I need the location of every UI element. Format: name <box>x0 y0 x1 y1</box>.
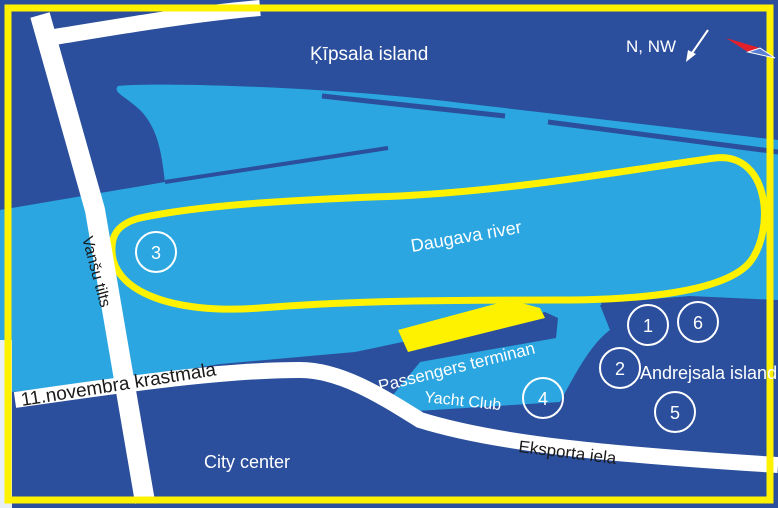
svg-text:6: 6 <box>693 313 703 333</box>
kipsala-island-label: Ķīpsala island <box>310 44 428 65</box>
north-arrow-head <box>686 50 696 62</box>
passenger-terminal-pier <box>355 312 558 396</box>
pier-north-mid <box>321 93 506 119</box>
andrejsala-land <box>540 296 778 470</box>
andrejsala-island-label: Andrejsala island <box>640 363 777 383</box>
svg-text:2: 2 <box>615 359 625 379</box>
map-border <box>4 4 774 504</box>
svg-text:4: 4 <box>538 389 548 409</box>
boat-route-loop <box>108 154 768 313</box>
compass-needle-red <box>726 38 760 52</box>
road-krastmala <box>13 361 778 473</box>
compass-needle-blue <box>746 47 776 59</box>
road-bridge <box>30 12 155 504</box>
marker-4[interactable]: 4 <box>522 377 564 419</box>
pier-north-left <box>164 146 389 184</box>
svg-text:5: 5 <box>670 403 680 423</box>
marker-5[interactable]: 5 <box>654 391 696 433</box>
compass-label: N, NW <box>626 37 676 56</box>
north-arrow-line <box>689 29 709 57</box>
marker-3[interactable]: 3 <box>135 231 177 273</box>
pier-north-right <box>547 119 778 155</box>
ferry-ship <box>398 300 545 352</box>
svg-text:1: 1 <box>643 316 653 336</box>
city-center-label: City center <box>204 452 290 472</box>
svg-text:3: 3 <box>151 243 161 263</box>
daugava-river-water <box>0 84 778 412</box>
marker-2[interactable]: 2 <box>599 347 641 389</box>
marker-6[interactable]: 6 <box>677 301 719 343</box>
marker-1[interactable]: 1 <box>627 304 669 346</box>
yacht-club-basin <box>400 370 560 412</box>
